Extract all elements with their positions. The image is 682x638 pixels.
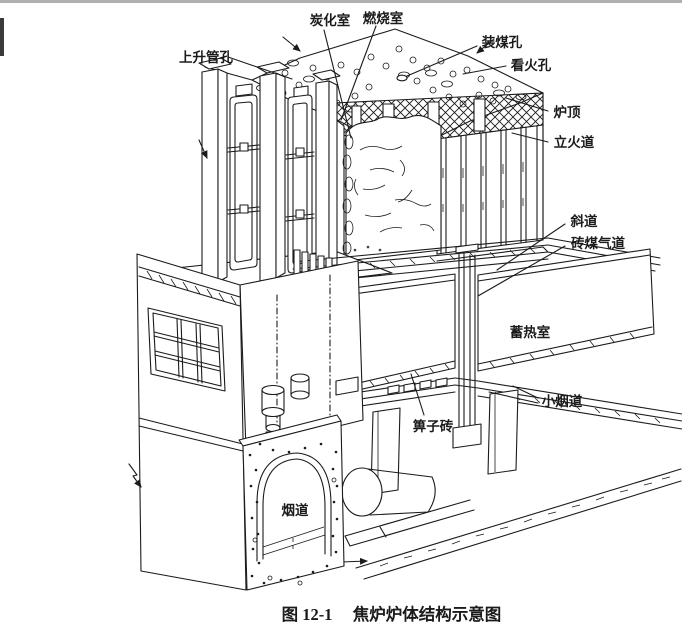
scan-edge-bar	[0, 18, 4, 56]
caption-number: 图 12-1	[282, 605, 333, 624]
label-brick-gas-duct: 砖煤气道	[571, 235, 625, 251]
coal-texture	[342, 134, 435, 255]
basement-building	[128, 253, 364, 591]
flow-arrow-right-icon	[476, 38, 495, 54]
flue-arch	[256, 452, 332, 562]
basement-window	[147, 307, 226, 392]
direction-arrow-buckstay-icon	[198, 139, 208, 159]
label-small-flue: 小烟道	[542, 393, 583, 409]
concrete-speckles-o	[252, 477, 337, 586]
scan-edge-line	[0, 0, 682, 3]
eave-band-hatch	[146, 270, 237, 305]
part-labels: 炭化室 燃烧室 上升管孔 装煤孔 看火孔 炉顶 立火道 斜道 砖煤气道 蓄热室 …	[179, 10, 625, 518]
vertical-flues-section	[436, 92, 544, 262]
concrete-speckles	[248, 442, 339, 585]
label-grate-brick: 箅子砖	[413, 418, 454, 434]
label-combustion-chamber: 燃烧室	[363, 10, 404, 26]
label-vertical-flue: 立火道	[554, 134, 595, 150]
ground-edge-dashes	[379, 476, 671, 567]
leader-lines	[227, 25, 566, 416]
label-coal-charging-hole: 装煤孔	[481, 34, 523, 50]
label-inclined-duct: 斜道	[570, 213, 599, 229]
label-riser-pipe-hole: 上升管孔	[179, 49, 233, 65]
label-fire-observation-hole: 看火孔	[510, 57, 552, 73]
figure-caption: 图 12-1 焦炉炉体结构示意图	[282, 604, 502, 624]
grate-bricks	[387, 377, 448, 395]
label-flue: 烟道	[282, 502, 309, 518]
gas-flow-arrow-icon	[340, 557, 368, 565]
caption-title: 焦炉炉体结构示意图	[352, 604, 502, 624]
label-regenerator: 蓄热室	[510, 324, 551, 340]
direction-arrow-wall-icon	[128, 463, 142, 488]
flow-arrow-left-icon	[282, 36, 301, 52]
label-oven-top: 炉顶	[554, 104, 582, 120]
label-carbonization-chamber: 炭化室	[310, 12, 351, 28]
foundation-and-flue	[238, 414, 682, 591]
